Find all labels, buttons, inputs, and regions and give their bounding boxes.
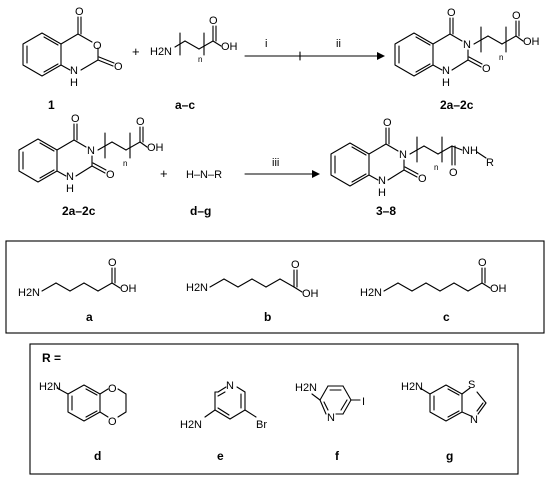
atom-n: N: [399, 149, 407, 161]
atom-oh: OH: [147, 142, 164, 154]
compound-label-e: e: [217, 449, 224, 463]
atom-nh: NH: [462, 145, 478, 157]
structure-f: [311, 385, 361, 415]
atom-h: H: [66, 183, 74, 195]
atom-oh: OH: [302, 288, 319, 300]
atom-br: Br: [256, 419, 267, 431]
atom-o: O: [75, 6, 84, 18]
compound-label-d: d: [94, 449, 101, 463]
atom-o: O: [71, 113, 80, 125]
atom-h2n: H2N: [39, 381, 61, 393]
compound-label-1: 1: [48, 98, 55, 112]
plus-sign: +: [132, 44, 140, 59]
compound-label-3-8: 3–8: [376, 204, 396, 218]
atom-o: O: [108, 257, 117, 269]
reaction-arrow-iii: [244, 170, 320, 178]
atom-h2n: H2N: [360, 287, 382, 299]
atom-o: O: [447, 7, 456, 19]
compound-label-a-c: a–c: [175, 98, 195, 112]
atom-o: O: [108, 383, 117, 395]
step-label-iii: iii: [272, 157, 279, 169]
atom-i: I: [362, 396, 365, 408]
structure-b: [209, 269, 303, 293]
atom-o: O: [478, 257, 487, 269]
atom-n: N: [87, 145, 95, 157]
atom-r: R: [486, 157, 494, 169]
compound-2-structure-top: [394, 17, 524, 77]
atom-h: H: [378, 187, 386, 199]
compound-label-2-top: 2a–2c: [440, 98, 474, 112]
step-label-i: i: [265, 38, 267, 50]
atom-o: O: [209, 15, 218, 27]
atom-o: O: [291, 259, 300, 271]
compound-label-g: g: [446, 449, 453, 463]
atom-n: N: [442, 65, 450, 77]
atom-n: N: [463, 39, 471, 51]
atom-o: O: [114, 61, 123, 73]
n-label: n: [123, 159, 127, 168]
atom-h2n: H2N: [186, 282, 208, 294]
atom-h2n: H2N: [180, 419, 202, 431]
atom-o: O: [108, 416, 117, 428]
atom-h2n: H2N: [295, 382, 317, 394]
compound-2-structure-bottom: [18, 123, 148, 183]
atom-o: O: [136, 116, 145, 128]
atom-o: O: [93, 40, 102, 52]
step-label-ii: ii: [336, 38, 341, 50]
atom-h: H: [442, 77, 450, 89]
atom-oh: OH: [221, 41, 238, 53]
amine-h-n-r: H–N–R: [186, 169, 222, 181]
compound-3-8-structure: [330, 127, 487, 187]
structure-d: [56, 384, 127, 422]
atom-n: N: [470, 414, 478, 426]
atom-oh: OH: [490, 283, 507, 295]
n-label: n: [499, 53, 503, 62]
n-label: n: [434, 163, 438, 172]
n-label: n: [198, 55, 202, 64]
atom-n: N: [378, 175, 386, 187]
amino-acid-box: [5, 240, 545, 334]
compound-label-a: a: [86, 310, 93, 324]
atom-o: O: [449, 167, 458, 179]
atom-s: S: [468, 379, 475, 391]
atom-n: N: [226, 380, 234, 392]
atom-h: H: [70, 77, 78, 89]
atom-o: O: [383, 117, 392, 129]
atom-h2n: H2N: [18, 287, 40, 299]
atom-o: O: [418, 173, 427, 185]
reaction-arrow-i-ii: [244, 51, 385, 61]
atom-o: O: [512, 10, 521, 22]
atom-h2n: H2N: [150, 46, 172, 58]
atom-oh: OH: [523, 36, 540, 48]
structure-e: [204, 386, 257, 420]
atom-o: O: [106, 169, 115, 181]
atom-oh: OH: [120, 283, 137, 295]
atom-o: O: [482, 63, 491, 75]
plus-sign: +: [160, 166, 168, 181]
structure-c: [383, 267, 491, 292]
compound-label-c: c: [443, 310, 450, 324]
amine-box: [29, 343, 519, 475]
atom-n: N: [327, 412, 335, 424]
compound-label-b: b: [264, 310, 271, 324]
structure-a: [41, 267, 121, 292]
compound-1-structure: [22, 16, 115, 77]
atom-h2n: H2N: [401, 381, 423, 393]
atom-n: N: [66, 171, 74, 183]
compound-label-d-g: d–g: [190, 204, 211, 218]
atom-n: N: [70, 65, 78, 77]
r-header: R =: [42, 351, 61, 365]
compound-label-2-bottom: 2a–2c: [62, 204, 96, 218]
compound-label-f: f: [335, 449, 340, 463]
compound-a-c-structure: [174, 25, 222, 56]
structure-g: [419, 384, 487, 422]
